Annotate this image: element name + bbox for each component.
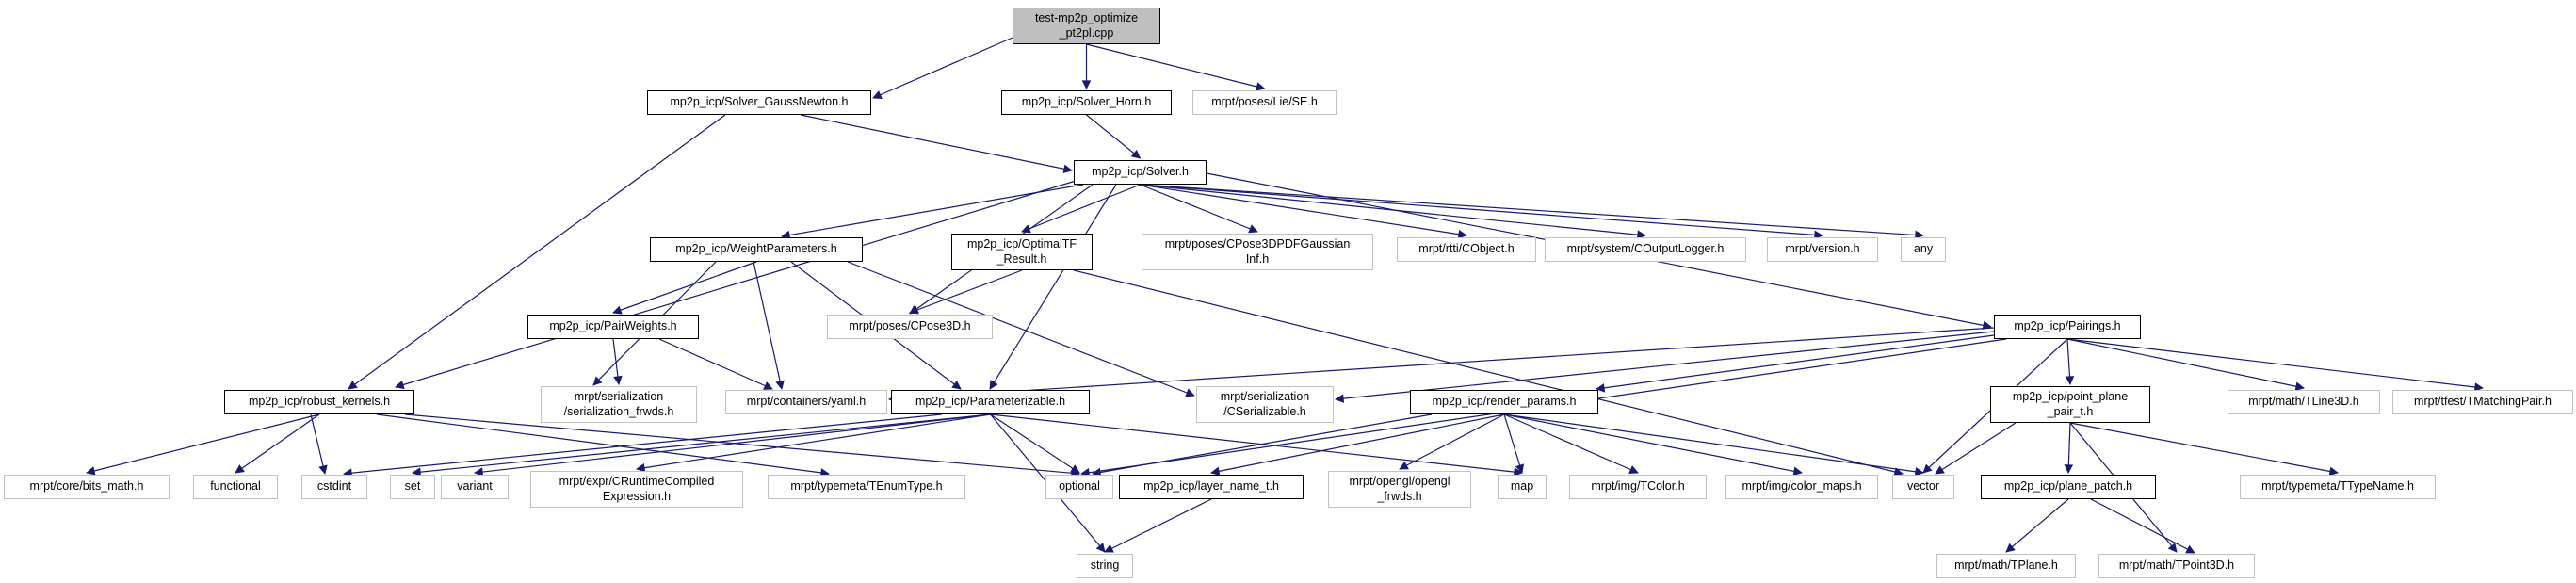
graph-node-variant: variant (441, 475, 509, 499)
graph-node-yaml: mrpt/containers/yaml.h (725, 390, 887, 414)
include-edge-robust-cstdint (310, 413, 328, 475)
graph-node-ttypename: mrpt/typemeta/TTypeName.h (2240, 475, 2436, 499)
graph-node-solver[interactable]: mp2p_icp/Solver.h (1074, 160, 1207, 185)
include-edge-solver-parameterizable (989, 184, 1117, 390)
graph-node-pointplane[interactable]: mp2p_icp/point_plane _pair_t.h (1990, 386, 2150, 423)
include-edge-layername-string (1104, 498, 1212, 553)
include-edge-renderparams-layername (1210, 413, 1505, 477)
include-edge-pairweights-yaml (658, 338, 773, 390)
include-edge-gauss-robust (348, 114, 726, 390)
include-edge-pointplane-planepatch (2064, 422, 2074, 474)
include-edge-weightparams-cserializable (847, 261, 1195, 397)
graph-node-cobject: mrpt/rtti/CObject.h (1397, 237, 1536, 262)
include-edge-pairings-tmatchingpair (2066, 338, 2484, 392)
graph-node-gauss[interactable]: mp2p_icp/Solver_GaussNewton.h (647, 90, 871, 115)
graph-node-cserializable: mrpt/serialization /CSerializable.h (1196, 386, 1334, 423)
include-edge-solver-cobject (1140, 184, 1467, 239)
include-edge-parameterizable-optional (990, 413, 1080, 474)
graph-node-openglfrwds: mrpt/opengl/opengl _frwds.h (1328, 471, 1471, 508)
graph-node-optimaltf[interactable]: mp2p_icp/OptimalTF _Result.h (951, 234, 1093, 270)
graph-node-optional: optional (1045, 475, 1113, 499)
graph-node-tcolor: mrpt/img/TColor.h (1569, 475, 1707, 499)
graph-node-set: set (390, 475, 435, 499)
include-edge-renderparams-colormaps (1503, 413, 1803, 477)
graph-node-parameterizable[interactable]: mp2p_icp/Parameterizable.h (891, 390, 1090, 414)
graph-node-cpose3d: mrpt/poses/CPose3D.h (827, 315, 993, 339)
graph-node-bitsmath: mrpt/core/bits_math.h (4, 475, 170, 499)
include-edge-pairweights-serfrwds (612, 338, 623, 385)
include-edge-root-gauss (872, 37, 1013, 99)
graph-node-cpose3dpdf: mrpt/poses/CPose3DPDFGaussian Inf.h (1142, 234, 1373, 270)
include-edge-weightparams-yaml (753, 261, 785, 390)
graph-node-pairings[interactable]: mp2p_icp/Pairings.h (1994, 315, 2141, 339)
include-edge-planepatch-tpoint3d (2090, 498, 2195, 554)
include-edge-parameterizable-map (990, 413, 1523, 477)
graph-node-tmatchingpair: mrpt/tfest/TMatchingPair.h (2392, 390, 2573, 414)
graph-node-cstdint: cstdint (301, 475, 367, 499)
include-edge-parameterizable-cruntime (636, 413, 991, 473)
include-edge-root-se (1086, 43, 1266, 91)
include-edge-solver-robust (395, 180, 1077, 390)
include-edge-gauss-solver (800, 114, 1073, 173)
graph-node-planepatch[interactable]: mp2p_icp/plane_patch.h (1981, 475, 2156, 499)
include-edge-pairings-yaml (888, 327, 1995, 404)
graph-node-horn[interactable]: mp2p_icp/Solver_Horn.h (1001, 90, 1172, 115)
include-edge-parameterizable-cstdint (343, 413, 943, 478)
graph-node-pairweights[interactable]: mp2p_icp/PairWeights.h (527, 315, 699, 339)
include-edge-solver-any (1140, 184, 1924, 240)
include-edge-robust-tenumtype (376, 413, 830, 478)
graph-node-tenumtype: mrpt/typemeta/TEnumType.h (768, 475, 965, 499)
include-edge-renderparams-vector (1503, 413, 1924, 477)
graph-node-colormaps: mrpt/img/color_maps.h (1725, 475, 1878, 499)
graph-node-se: mrpt/poses/Lie/SE.h (1192, 90, 1337, 115)
graph-node-functional: functional (193, 475, 278, 499)
include-edge-renderparams-map (1503, 413, 1525, 474)
graph-node-coutputlogger: mrpt/system/COutputLogger.h (1545, 237, 1746, 262)
include-edge-pairings-tline3d (2066, 338, 2305, 391)
include-edge-horn-solver (1086, 114, 1142, 159)
include-edge-weightparams-pairweights (612, 261, 757, 315)
graph-node-cruntime: mrpt/expr/CRuntimeCompiled Expression.h (530, 471, 743, 508)
graph-node-renderparams[interactable]: mp2p_icp/render_params.h (1410, 390, 1598, 414)
graph-node-tplane: mrpt/math/TPlane.h (1936, 554, 2076, 578)
include-edge-parameterizable-variant (474, 413, 991, 477)
graph-node-tline3d: mrpt/math/TLine3D.h (2228, 390, 2380, 414)
include-edge-solver-cpose3dpdf (1140, 184, 1258, 234)
graph-node-serfrwds: mrpt/serialization /serialization_frwds.… (541, 386, 697, 423)
graph-node-weightparams[interactable]: mp2p_icp/WeightParameters.h (650, 237, 863, 262)
include-edge-pairings-cserializable (1335, 331, 1995, 403)
graph-node-any: any (1901, 237, 1946, 262)
graph-node-vector: vector (1892, 475, 1954, 499)
include-edge-optimaltf-vector (1073, 269, 1904, 477)
include-edge-pairings-renderparams (1596, 334, 1995, 393)
graph-node-version: mrpt/version.h (1767, 237, 1878, 262)
graph-node-tpoint3d: mrpt/math/TPoint3D.h (2098, 554, 2255, 578)
include-edge-robust-optional (404, 413, 1080, 478)
include-edge-optimaltf-cpose3d (909, 269, 1023, 315)
graph-node-map: map (1498, 475, 1547, 499)
graph-node-root: test-mp2p_optimize _pt2pl.cpp (1013, 8, 1160, 44)
graph-node-string: string (1077, 554, 1133, 578)
graph-node-layername[interactable]: mp2p_icp/layer_name_t.h (1119, 475, 1304, 499)
include-edge-renderparams-tcolor (1503, 413, 1639, 474)
include-edge-planepatch-tplane (2005, 498, 2069, 553)
include-edge-parameterizable-set (412, 413, 991, 477)
graph-node-robust[interactable]: mp2p_icp/robust_kernels.h (224, 390, 414, 414)
include-edge-solver-version (1140, 184, 1823, 240)
include-edge-renderparams-openglfrwds (1399, 413, 1505, 470)
include-edge-robust-bitsmath (86, 413, 320, 476)
include-edge-pairings-pointplane (2065, 338, 2075, 385)
include-edge-pointplane-vector (1935, 422, 2017, 475)
include-edge-solver-optimaltf (1021, 184, 1141, 234)
include-edge-pointplane-ttypename (2069, 422, 2339, 477)
include-edge-renderparams-optional (1092, 413, 1433, 478)
include-edge-robust-functional (235, 413, 320, 474)
